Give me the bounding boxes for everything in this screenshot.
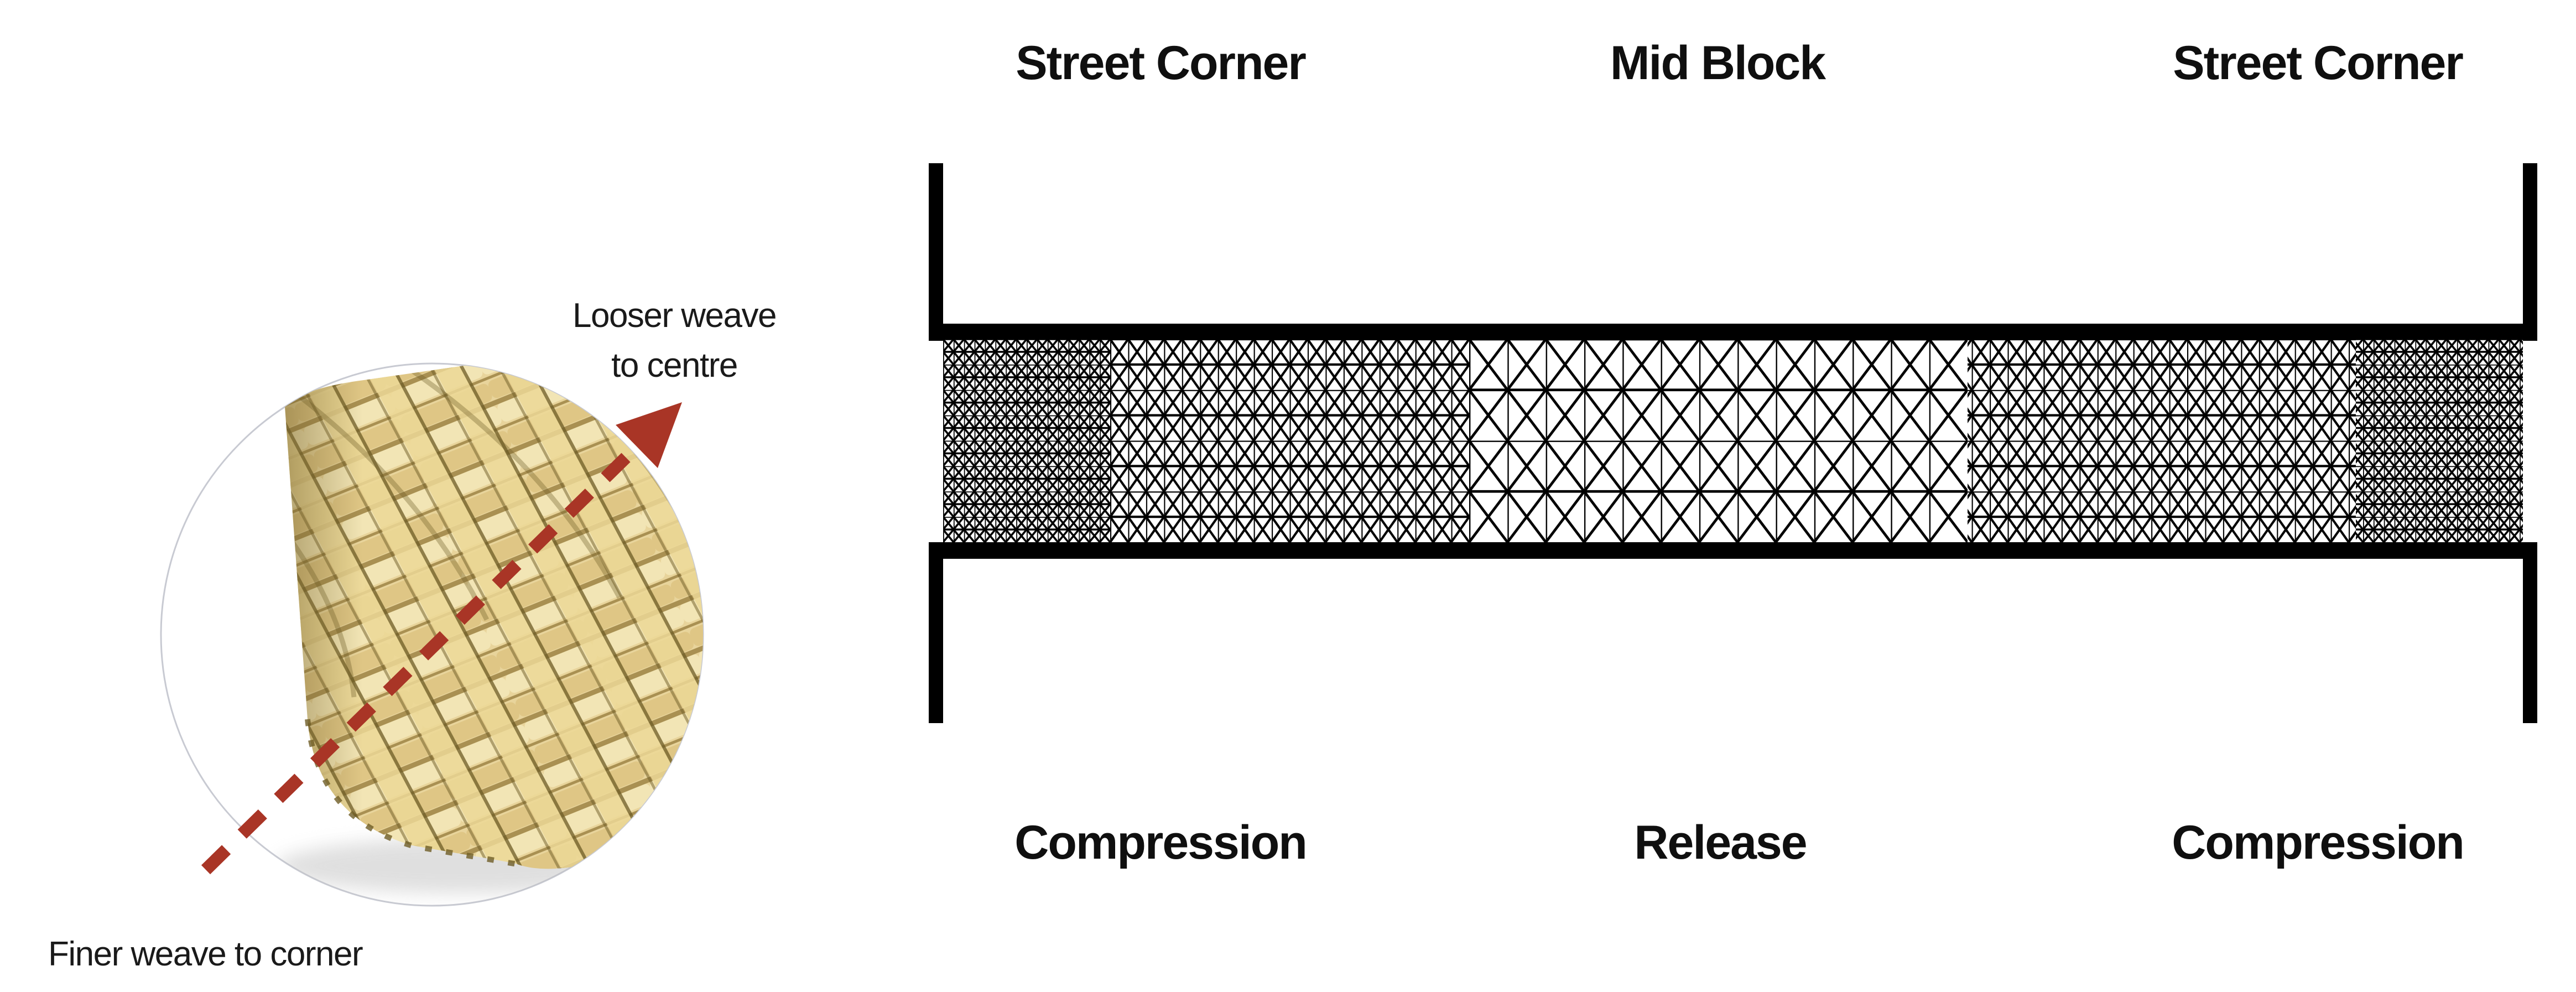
label-mid-block: Mid Block bbox=[1610, 37, 1826, 90]
beam-top-chord bbox=[929, 324, 2537, 339]
column-right-upper bbox=[2523, 163, 2537, 341]
mesh-section-medium-right bbox=[1968, 339, 2356, 542]
annotation-looser-weave: Looser weave to centre bbox=[572, 291, 777, 391]
mesh-section-corner-left bbox=[943, 339, 1110, 542]
mesh-section-corner-right bbox=[2356, 339, 2523, 542]
mesh-section-midblock bbox=[1469, 339, 1968, 542]
beam-bottom-chord bbox=[929, 542, 2537, 559]
basket-weave-accents bbox=[285, 363, 703, 698]
annotation-looser-weave-line1: Looser weave bbox=[572, 297, 777, 335]
label-street-corner-left: Street Corner bbox=[1016, 37, 1307, 90]
column-left-lower bbox=[929, 542, 943, 723]
label-compression-right: Compression bbox=[2172, 816, 2465, 869]
weave-direction-arrow-line bbox=[201, 436, 648, 875]
column-left-upper bbox=[929, 163, 943, 341]
arrow-head-icon bbox=[616, 402, 682, 468]
label-compression-left: Compression bbox=[1014, 816, 1308, 869]
label-release: Release bbox=[1634, 816, 1807, 869]
annotation-finer-weave: Finer weave to corner bbox=[48, 935, 363, 973]
label-street-corner-right: Street Corner bbox=[2173, 37, 2464, 90]
annotation-looser-weave-line2: to centre bbox=[611, 346, 738, 385]
mesh-section-medium-left bbox=[1110, 339, 1469, 542]
column-right-lower bbox=[2523, 542, 2537, 723]
